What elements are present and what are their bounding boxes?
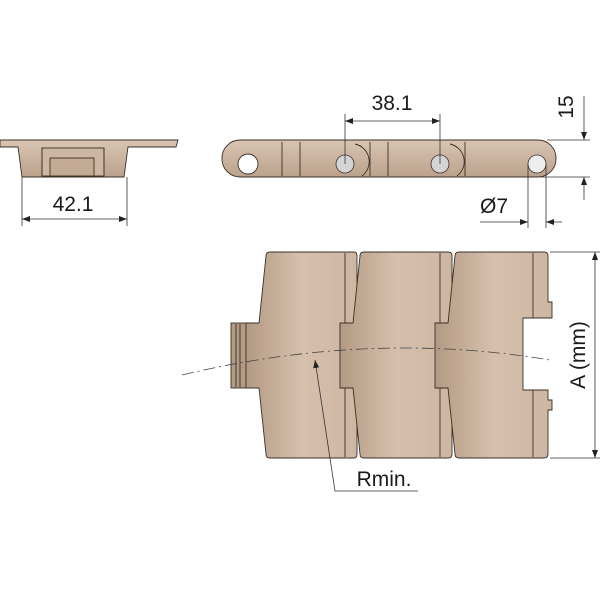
chain-plate	[245, 251, 358, 459]
pitch-label: 38.1	[372, 92, 413, 115]
width-dimension: 42.1	[21, 177, 128, 226]
side-view	[221, 139, 557, 178]
chain-plate	[434, 251, 553, 459]
plate-width-dimension: A (mm)	[550, 251, 600, 459]
top-view	[181, 251, 553, 459]
min-radius-label: Rmin.	[357, 468, 412, 491]
pin	[527, 154, 547, 174]
min-radius-leader: Rmin.	[313, 359, 418, 492]
plate-width-label: A (mm)	[567, 321, 590, 389]
pin-diameter-dimension: Ø7	[480, 164, 562, 228]
height-label: 15	[555, 95, 578, 118]
width-label: 42.1	[53, 193, 94, 216]
pin-diameter-label: Ø7	[480, 195, 508, 218]
chain-plate	[339, 251, 453, 459]
height-dimension: 15	[540, 95, 590, 200]
pin-hole-open	[237, 153, 259, 175]
pitch-dimension: 38.1	[344, 92, 441, 164]
end-view	[0, 139, 179, 178]
